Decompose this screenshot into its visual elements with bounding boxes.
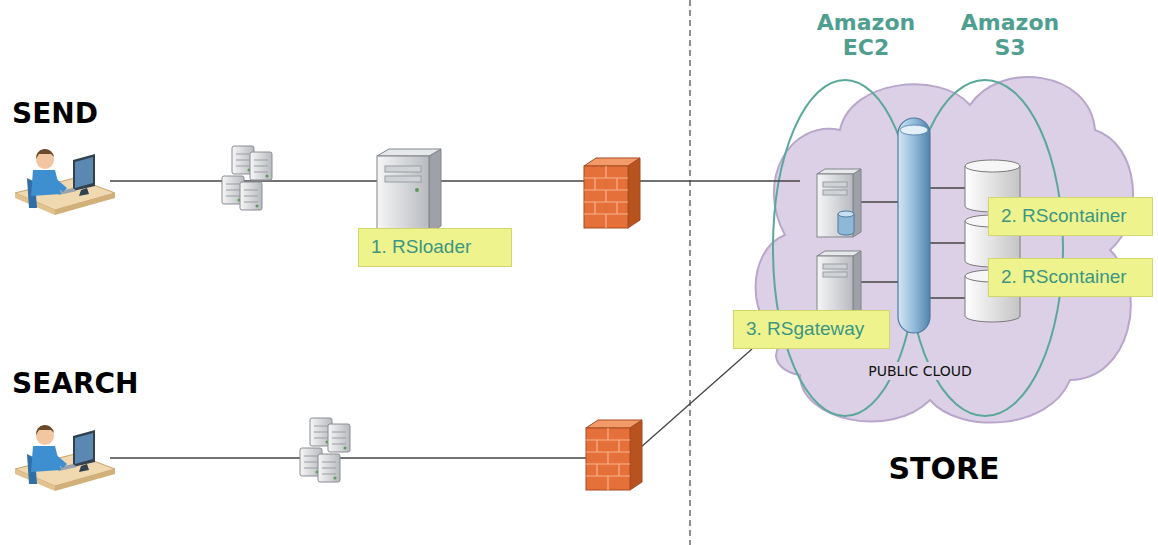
server-tower	[377, 149, 441, 233]
server-stack	[318, 454, 340, 482]
firewall-icon	[586, 428, 630, 490]
firewall-icon	[596, 464, 597, 476]
divider-line	[690, 0, 691, 545]
firewall-icon	[594, 178, 595, 190]
server-tower	[377, 156, 429, 233]
firewall-icon	[630, 420, 642, 490]
callout-box: 2. RScontainer	[988, 258, 1153, 297]
firewall-icon	[616, 178, 617, 190]
firewall-icon	[594, 202, 595, 214]
user-icon	[15, 149, 115, 215]
server-stack	[250, 152, 272, 180]
network-wire	[928, 297, 966, 298]
server-tower	[415, 188, 419, 192]
server-tower	[377, 149, 441, 156]
firewall-icon	[605, 166, 606, 178]
network-wire	[928, 187, 966, 188]
firewall-icon	[586, 420, 642, 490]
network-wire	[858, 281, 900, 282]
firewall-icon	[618, 464, 619, 476]
server-tower	[817, 169, 861, 237]
callout-text: 2. RScontainer	[1001, 205, 1140, 228]
section-heading: SEND	[12, 98, 98, 130]
network-wire	[858, 201, 900, 202]
divider-line	[689, 0, 690, 545]
server-tower	[823, 190, 847, 195]
tier-ellipse	[773, 80, 1063, 416]
section-heading: SEARCH	[12, 368, 139, 400]
firewall-icon	[584, 166, 628, 228]
server-tower	[823, 182, 847, 187]
server-tower	[429, 149, 441, 233]
firewall-icon	[618, 440, 619, 452]
network-wire	[110, 457, 590, 458]
firewall-icon	[596, 440, 597, 452]
network-wire	[640, 349, 752, 448]
network-wire	[928, 242, 966, 243]
small-database	[838, 211, 854, 217]
server-tower	[817, 174, 853, 237]
callout-box: 1. RSloader	[358, 228, 512, 267]
firewall-icon	[607, 428, 608, 440]
server-tower	[823, 272, 847, 277]
message-bus	[900, 125, 928, 135]
server-tower	[385, 176, 421, 182]
callout-box: 3. RSgateway	[733, 310, 890, 349]
firewall-icon	[605, 190, 606, 202]
cloud-shape	[756, 77, 1133, 423]
firewall-icon	[607, 452, 608, 464]
firewall-icon	[584, 166, 628, 228]
user-icon	[15, 425, 115, 491]
callout-text: 2. RScontainer	[1001, 266, 1140, 289]
callout-box: 2. RScontainer	[988, 197, 1153, 236]
server-tower	[823, 264, 847, 269]
server-stack	[328, 424, 350, 452]
service-name: Amazon S3	[961, 10, 1059, 61]
service-name: Amazon EC2	[817, 10, 915, 61]
cloud-shape	[756, 77, 1133, 423]
server-tower	[817, 169, 861, 174]
firewall-icon	[607, 476, 608, 490]
server-stack	[222, 146, 350, 482]
message-bus	[898, 118, 930, 333]
storage-cylinder	[965, 160, 1020, 322]
small-database	[838, 211, 854, 235]
firewall-icon	[616, 202, 617, 214]
firewall-icon	[605, 214, 606, 228]
firewall-icon	[628, 158, 640, 228]
network-wire	[110, 180, 800, 181]
firewall-icon	[586, 428, 630, 490]
callout-text: 1. RSloader	[371, 236, 499, 259]
storage-cylinder	[965, 160, 1020, 172]
section-heading: STORE	[888, 452, 999, 487]
callout-text: 3. RSgateway	[746, 318, 877, 341]
firewall-icon	[584, 158, 640, 228]
user-icon	[15, 149, 115, 491]
cloud-label: PUBLIC CLOUD	[864, 362, 976, 380]
message-bus	[898, 118, 930, 333]
network-wire	[110, 181, 966, 458]
server-tower	[385, 166, 421, 172]
server-stack	[240, 182, 262, 210]
server-tower	[817, 251, 861, 256]
firewall-icon	[584, 158, 642, 490]
